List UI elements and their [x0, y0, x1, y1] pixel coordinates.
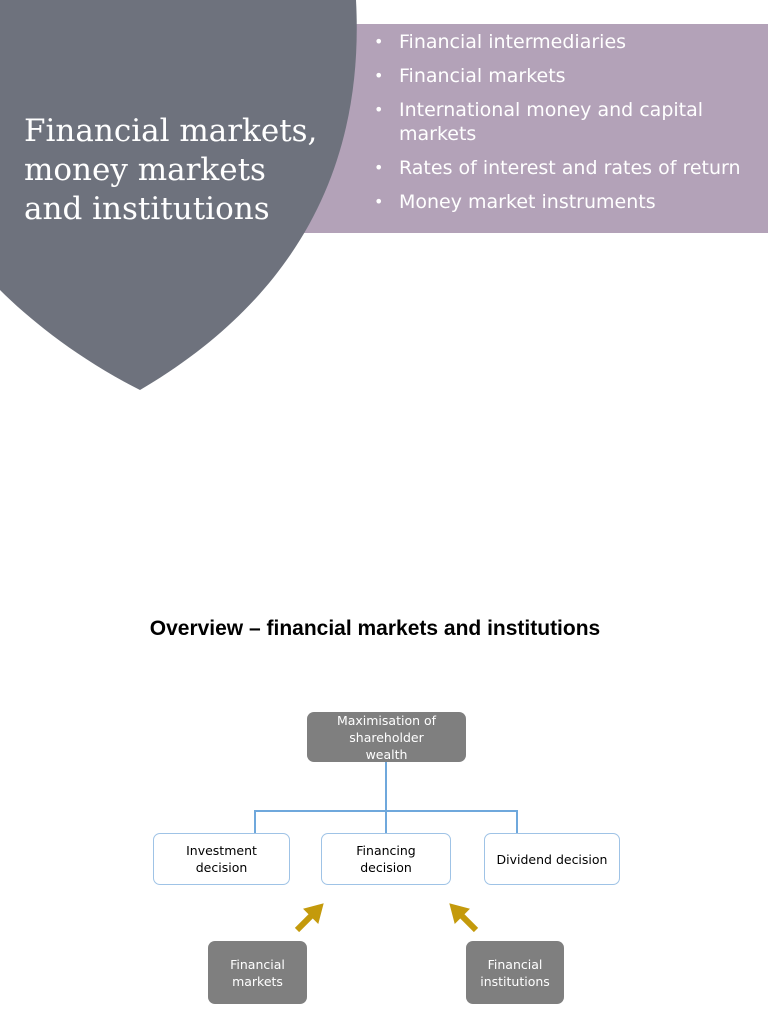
bullet-icon: •	[374, 192, 384, 211]
node-label: Financing decision	[356, 843, 416, 875]
arrow-left-shaft	[294, 911, 316, 933]
arrow-right-shaft	[457, 911, 479, 933]
topic-item: • Rates of interest and rates of return	[372, 156, 762, 180]
node-financial-markets: Financial markets	[208, 941, 307, 1004]
node-label: Financial markets	[230, 956, 285, 989]
topic-item: • International money and capital markets	[372, 98, 762, 146]
node-label: Investment decision	[186, 843, 257, 875]
node-financial-institutions: Financial institutions	[466, 941, 564, 1004]
topic-label: Financial intermediaries	[399, 31, 627, 53]
node-financing-decision: Financing decision	[321, 833, 451, 885]
topic-item: • Financial intermediaries	[372, 30, 762, 54]
node-dividend-decision: Dividend decision	[484, 833, 620, 885]
shield-path	[0, 0, 357, 390]
shield-shape	[0, 0, 357, 390]
bullet-icon: •	[374, 158, 384, 177]
topic-item: • Money market instruments	[372, 190, 762, 214]
overview-title: Overview – financial markets and institu…	[149, 617, 601, 640]
arrow-right-head	[449, 903, 470, 924]
bullet-icon: •	[374, 32, 384, 51]
node-label: Dividend decision	[496, 851, 608, 867]
bullet-icon: •	[374, 66, 384, 85]
bullet-icon: •	[374, 100, 384, 119]
node-investment-decision: Investment decision	[153, 833, 290, 885]
slide1-title: Financial markets, money markets and ins…	[24, 113, 318, 227]
topic-list: • Financial intermediaries • Financial mar…	[372, 30, 762, 224]
topic-item: • Financial markets	[372, 64, 762, 88]
topic-label: Financial markets	[399, 65, 566, 87]
topic-label: Rates of interest and rates of return	[399, 157, 741, 179]
topic-label: International money and capital markets	[399, 99, 704, 145]
node-label: Financial institutions	[480, 956, 550, 989]
arrow-left-head	[303, 903, 324, 924]
node-label: Maximisation of shareholder wealth	[336, 712, 437, 762]
topic-label: Money market instruments	[399, 191, 656, 213]
node-shareholder-wealth: Maximisation of shareholder wealth	[307, 712, 466, 762]
